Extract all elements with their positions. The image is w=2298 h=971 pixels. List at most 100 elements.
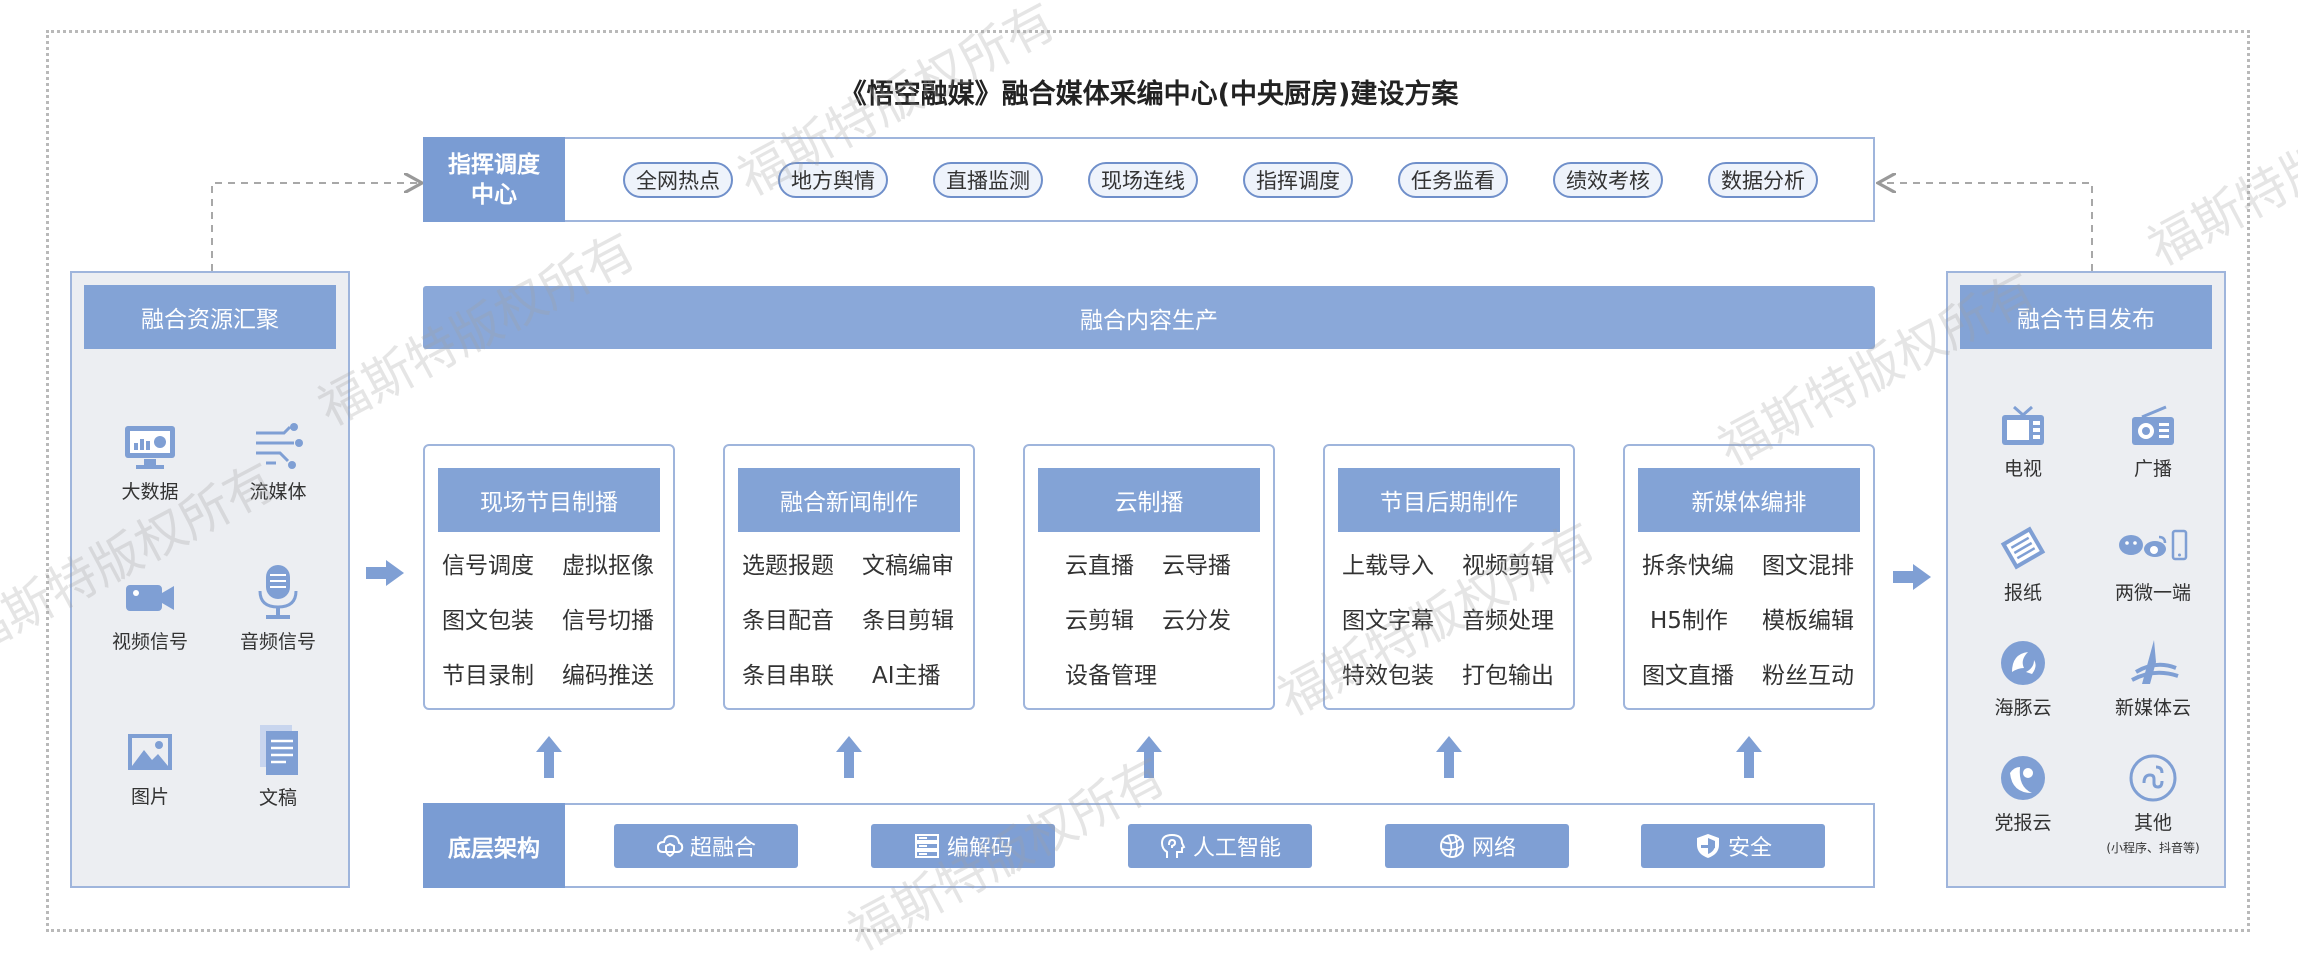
left-connector	[211, 183, 420, 271]
module-item: 云导播	[1162, 553, 1231, 579]
module-item: 模板编辑	[1762, 608, 1854, 634]
cmd-item-live-link: 现场连线	[1088, 162, 1198, 198]
publish-tv: 电视	[1968, 403, 2078, 481]
right-connector	[1880, 183, 2093, 271]
module-item: 条目配音	[742, 608, 834, 634]
radio-icon	[2132, 405, 2174, 445]
globe-icon	[1439, 834, 1464, 858]
new-media-cloud-icon	[2131, 640, 2179, 684]
module-item: 选题报题	[742, 553, 834, 579]
module-title: 新媒体编排	[1638, 468, 1860, 532]
resource-big-data: 大数据	[90, 423, 210, 504]
video-camera-icon	[126, 585, 174, 611]
module-item: 视频剪辑	[1462, 553, 1554, 579]
up-arrow-2	[836, 736, 862, 778]
module-item: 节目录制	[442, 663, 534, 689]
publish-others: 其他 (小程序、抖音等)	[2098, 753, 2208, 856]
infra-network: 网络	[1385, 824, 1569, 868]
module-item: 信号调度	[442, 553, 534, 579]
cmd-item-data-analysis: 数据分析	[1708, 162, 1818, 198]
cmd-item-hotspot: 全网热点	[623, 162, 733, 198]
flow-arrow-right	[1893, 564, 1931, 590]
module-post-production: 节目后期制作 上载导入 视频剪辑 图文字幕 音频处理 特效包装 打包输出	[1323, 444, 1575, 710]
module-item: 信号切播	[562, 608, 654, 634]
module-news-production: 融合新闻制作 选题报题 文稿编审 条目配音 条目剪辑 条目串联 AI主播	[723, 444, 975, 710]
up-arrow-1	[536, 736, 562, 778]
up-arrow-3	[1136, 736, 1162, 778]
module-item: 图文混排	[1762, 553, 1854, 579]
module-title: 现场节目制播	[438, 468, 660, 532]
resource-streaming: 流媒体	[218, 423, 338, 504]
resources-panel: 融合资源汇聚 大数据 流媒体 视频信号	[70, 271, 350, 888]
party-cloud-icon	[2001, 756, 2045, 800]
module-item: 打包输出	[1462, 663, 1554, 689]
cmd-item-local-opinion: 地方舆情	[778, 162, 888, 198]
module-item: 粉丝互动	[1762, 663, 1854, 689]
publishing-header: 融合节目发布	[1960, 285, 2212, 349]
module-item: 拆条快编	[1642, 553, 1734, 579]
module-item: 特效包装	[1342, 663, 1434, 689]
up-arrow-5	[1736, 736, 1762, 778]
infra-codec: 编解码	[871, 824, 1055, 868]
module-item: 云直播	[1065, 553, 1134, 579]
mini-program-icon	[2129, 754, 2177, 802]
module-item: 编码推送	[562, 663, 654, 689]
module-item: 图文直播	[1642, 663, 1734, 689]
module-live-production: 现场节目制播 信号调度 虚拟抠像 图文包装 信号切播 节目录制 编码推送	[423, 444, 675, 710]
cloud-shield-icon	[656, 834, 684, 858]
module-item: 虚拟抠像	[562, 553, 654, 579]
module-item: 音频处理	[1462, 608, 1554, 634]
infrastructure-label: 底层架构	[423, 803, 565, 888]
cmd-item-task-monitor: 任务监看	[1398, 162, 1508, 198]
infra-hyper-converged: 超融合	[614, 824, 798, 868]
module-new-media: 新媒体编排 拆条快编 图文混排 H5制作 模板编辑 图文直播 粉丝互动	[1623, 444, 1875, 710]
up-arrow-4	[1436, 736, 1462, 778]
publishing-panel: 融合节目发布 电视 广播 报纸	[1946, 271, 2226, 888]
module-title: 节目后期制作	[1338, 468, 1560, 532]
module-title: 云制播	[1038, 468, 1260, 532]
publish-party-cloud: 党报云	[1968, 753, 2078, 835]
module-cloud-broadcast: 云制播 云直播 云导播 云剪辑 云分发 设备管理	[1023, 444, 1275, 710]
publish-radio: 广播	[2098, 403, 2208, 481]
module-item: H5制作	[1650, 608, 1728, 634]
resource-image: 图片	[90, 728, 210, 809]
resources-header: 融合资源汇聚	[84, 285, 336, 349]
page-title: 《悟空融媒》融合媒体采编中心(中央厨房)建设方案	[839, 79, 1459, 110]
dolphin-cloud-icon	[2001, 641, 2045, 685]
newspaper-icon	[2000, 526, 2046, 570]
module-item: 条目剪辑	[862, 608, 954, 634]
module-item: 上载导入	[1342, 553, 1434, 579]
module-item: 图文包装	[442, 608, 534, 634]
module-item: 文稿编审	[862, 553, 954, 579]
others-subtitle: (小程序、抖音等)	[2106, 841, 2200, 855]
resource-video-signal: 视频信号	[90, 573, 210, 654]
shield-icon	[1696, 834, 1719, 858]
server-icon	[914, 834, 939, 858]
infra-ai: 人工智能	[1128, 824, 1312, 868]
cmd-item-kpi: 绩效考核	[1553, 162, 1663, 198]
tv-icon	[2002, 405, 2044, 445]
module-title: 融合新闻制作	[738, 468, 960, 532]
cmd-item-dispatch: 指挥调度	[1243, 162, 1353, 198]
module-item: 云分发	[1162, 608, 1231, 634]
stream-nodes-icon	[256, 423, 303, 469]
diagram-frame	[46, 30, 2250, 932]
module-item: 条目串联	[742, 663, 834, 689]
module-item: AI主播	[872, 663, 941, 689]
production-header: 融合内容生产	[423, 286, 1875, 349]
monitor-chart-icon	[125, 426, 175, 469]
resource-manuscript: 文稿	[218, 723, 338, 810]
cmd-item-live-monitor: 直播监测	[933, 162, 1043, 198]
publish-dolphin-cloud: 海豚云	[1968, 638, 2078, 720]
publish-newspaper: 报纸	[1968, 523, 2078, 605]
publish-social: 两微一端	[2098, 523, 2208, 605]
command-center-label: 指挥调度 中心	[423, 137, 565, 222]
image-icon	[128, 734, 172, 770]
module-item: 云剪辑	[1065, 608, 1134, 634]
social-apps-icon	[2119, 529, 2188, 561]
microphone-icon	[258, 565, 298, 619]
module-item: 图文字幕	[1342, 608, 1434, 634]
resource-audio-signal: 音频信号	[218, 563, 338, 654]
document-icon	[260, 725, 298, 775]
